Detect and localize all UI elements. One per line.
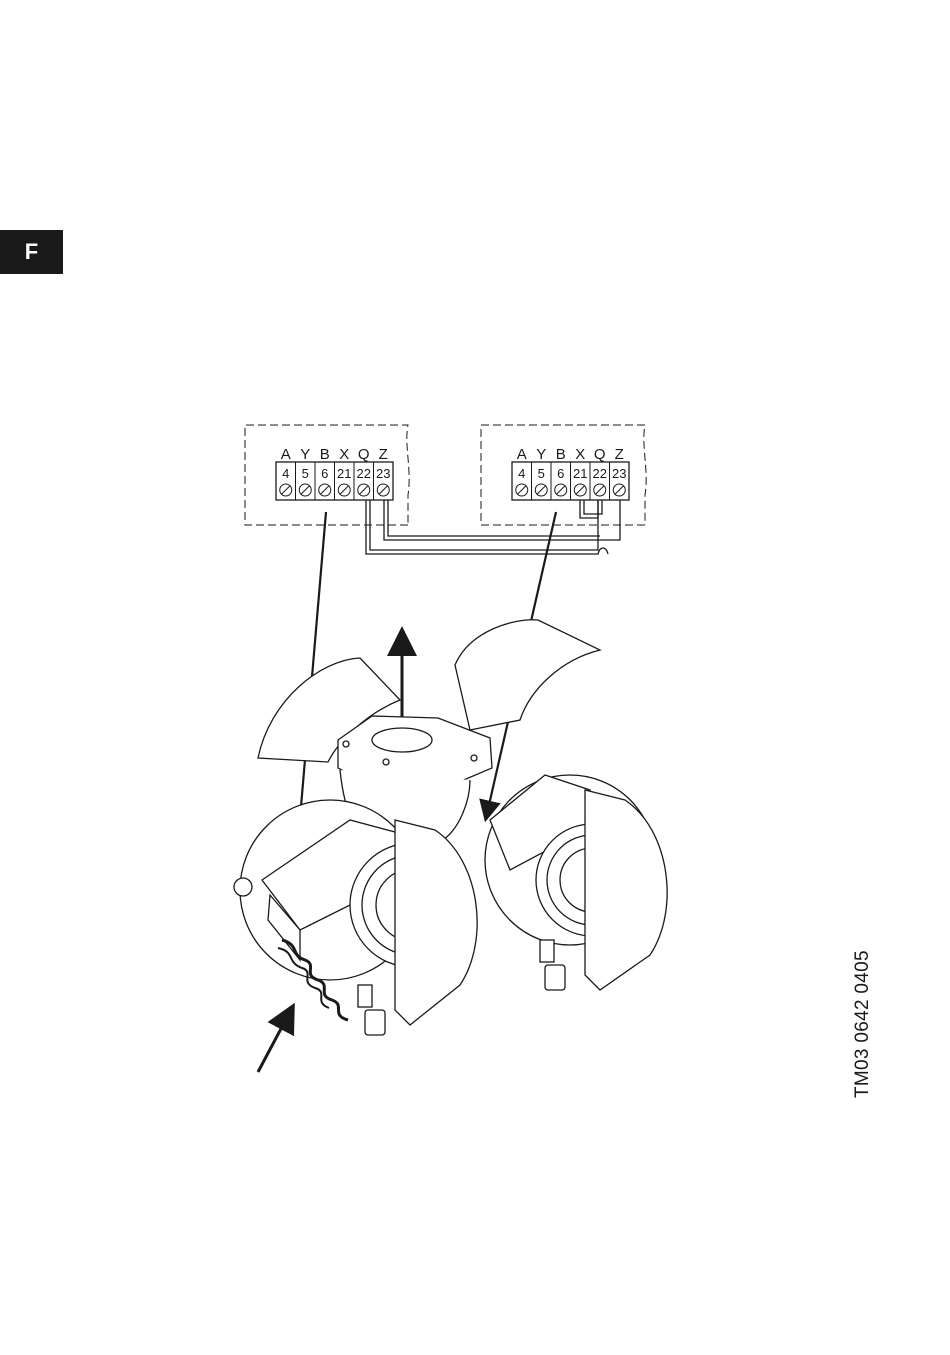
terminal-block-right: A 4Y 5B 6X 21 Q 22 Z 23 xyxy=(512,446,629,500)
terminal-number: 5 xyxy=(538,466,545,481)
arrow-cable xyxy=(258,1008,292,1072)
terminal-number: 21 xyxy=(337,466,351,481)
terminal-number: 22 xyxy=(593,466,607,481)
terminal-letter: X xyxy=(339,446,349,463)
terminal-number: 23 xyxy=(376,466,390,481)
terminal-letter: Z xyxy=(379,446,388,463)
terminal-letter: B xyxy=(556,446,566,463)
terminal-letter: B xyxy=(320,446,330,463)
terminal-letter: Q xyxy=(594,446,606,463)
terminal-number: 5 xyxy=(302,466,309,481)
twin-pump-illustration xyxy=(234,620,667,1035)
terminal-letter: Y xyxy=(300,446,310,463)
terminal-number: 21 xyxy=(573,466,587,481)
terminal-letter: X xyxy=(575,446,585,463)
terminal-letter: Y xyxy=(536,446,546,463)
terminal-number: 4 xyxy=(518,466,525,481)
terminal-letter: Z xyxy=(615,446,624,463)
terminal-letter: A xyxy=(281,446,291,463)
figure-reference: TM03 0642 0405 xyxy=(852,950,874,1098)
terminal-block-left: A 4Y 5B 6X 21 Q 22 Z 23 xyxy=(276,446,393,500)
wiring xyxy=(366,500,620,554)
terminal-letter: A xyxy=(517,446,527,463)
terminal-number: 4 xyxy=(282,466,289,481)
terminal-number: 6 xyxy=(321,466,328,481)
terminal-number: 6 xyxy=(557,466,564,481)
terminal-letter: Q xyxy=(358,446,370,463)
terminal-number: 22 xyxy=(357,466,371,481)
terminal-number: 23 xyxy=(612,466,626,481)
